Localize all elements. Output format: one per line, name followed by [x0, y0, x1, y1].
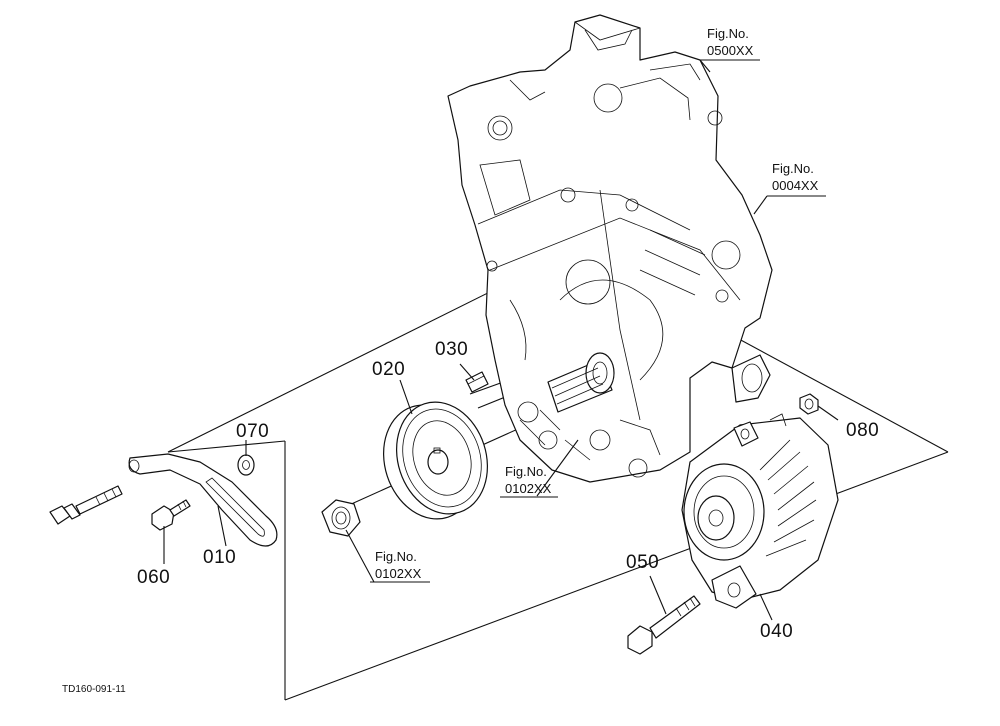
figure-ref-number: 0102XX [375, 566, 422, 581]
part-030-key[interactable] [465, 371, 489, 393]
figure-ref-0004XX[interactable]: Fig.No. 0004XX [767, 161, 826, 197]
label-060: 060 [137, 567, 170, 588]
crank-nut[interactable] [321, 499, 361, 537]
figure-ref-number: 0102XX [505, 481, 552, 496]
figure-ref-title: Fig.No. [505, 464, 547, 479]
part-040-alternator[interactable] [681, 413, 839, 609]
part-080-nut[interactable] [799, 393, 819, 415]
figure-ref-number: 0004XX [772, 178, 819, 193]
label-070: 070 [236, 421, 269, 442]
part-010-adjusting-bracket[interactable] [128, 453, 278, 547]
label-010: 010 [203, 547, 236, 568]
leader-lines [163, 59, 839, 621]
figure-ref-0102XX-nut[interactable]: Fig.No. 0102XX [370, 549, 430, 583]
part-060-bolt[interactable] [151, 499, 191, 531]
figure-ref-0500XX[interactable]: Fig.No. 0500XX [700, 26, 760, 61]
diagram-code: TD160-091-11 [62, 684, 126, 695]
figure-ref-title: Fig.No. [707, 26, 749, 41]
label-040: 040 [760, 621, 793, 642]
part-020-pulley[interactable] [369, 390, 501, 531]
label-030: 030 [435, 339, 468, 360]
figure-ref-title: Fig.No. [375, 549, 417, 564]
engine-gear-case [447, 14, 773, 483]
part-050-bolt[interactable] [627, 595, 701, 655]
part-number-labels: 030 020 070 080 010 060 050 040 [137, 339, 879, 642]
figure-ref-number: 0500XX [707, 43, 754, 58]
figure-ref-title: Fig.No. [772, 161, 814, 176]
label-050: 050 [626, 552, 659, 573]
figure-ref-0102XX-crank[interactable]: Fig.No. 0102XX [500, 464, 558, 498]
long-bolt[interactable] [49, 485, 123, 525]
part-070-washer[interactable] [237, 454, 255, 476]
label-020: 020 [372, 359, 405, 380]
label-080: 080 [846, 420, 879, 441]
